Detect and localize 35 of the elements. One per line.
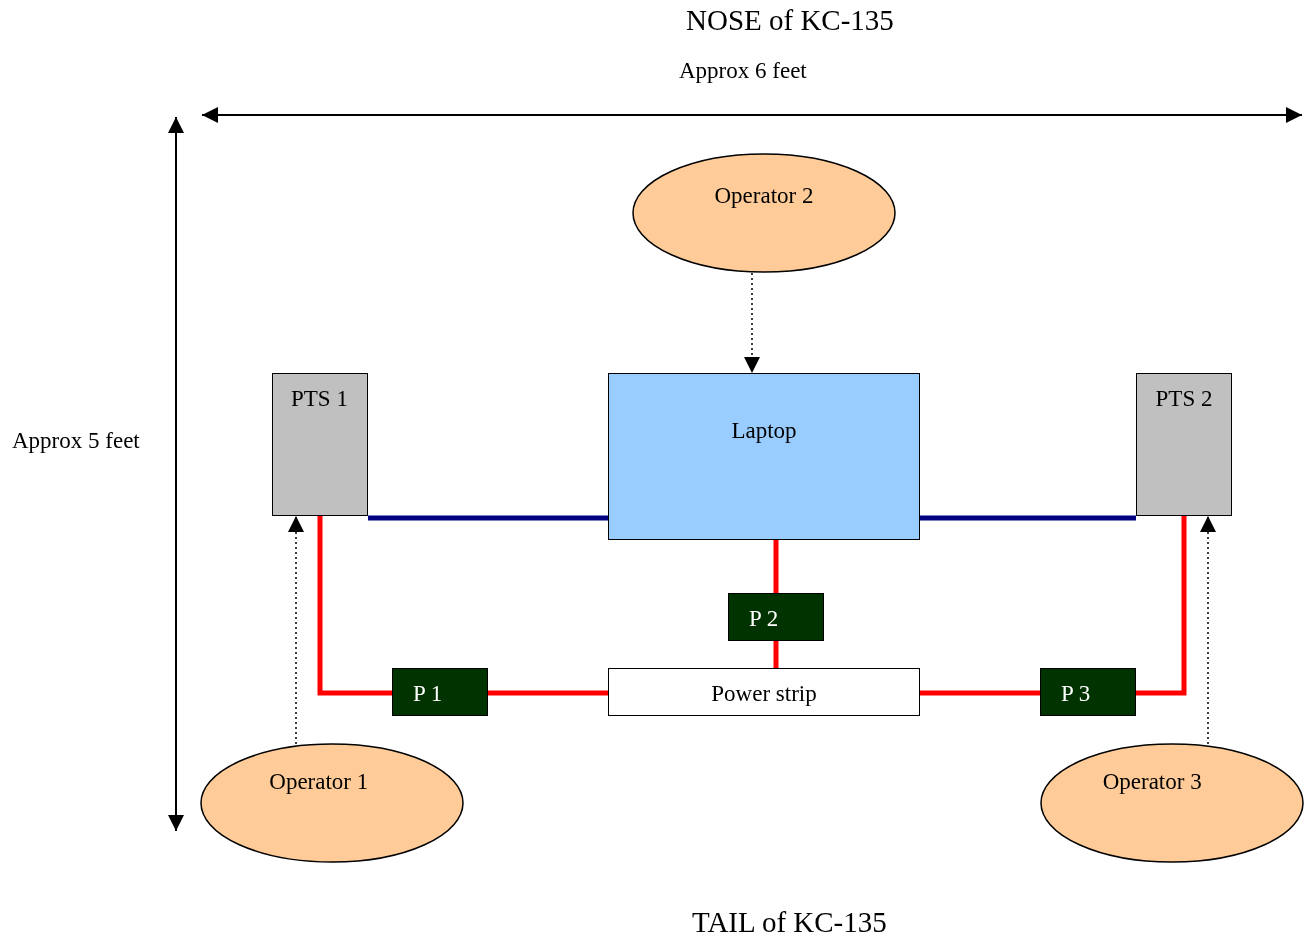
caption: TAIL of KC-135 (692, 906, 887, 939)
plug-box (728, 593, 824, 641)
power-strip-box (608, 668, 920, 716)
node-label: Operator 2 (713, 182, 815, 210)
plug-box (1040, 668, 1136, 716)
dimension-label: Approx 6 feet (679, 58, 807, 84)
terminal-box (272, 373, 368, 516)
plug-box (392, 668, 488, 716)
cable-line (920, 515, 1136, 521)
cable-line (773, 641, 779, 668)
cable-line (488, 690, 608, 696)
node-label: PTS 1 (291, 385, 349, 413)
node-label: PTS 2 (1154, 385, 1214, 413)
node-label: P 2 (749, 605, 779, 633)
cable-line (317, 516, 392, 696)
node-label: P 3 (1061, 680, 1091, 708)
operator-ellipse (200, 743, 464, 863)
dimension-label: Approx 5 feet (12, 428, 140, 454)
node-label: Operator 1 (268, 768, 370, 796)
terminal-box (1136, 373, 1232, 516)
dotted-arrow (744, 272, 760, 374)
cable-line (773, 540, 779, 593)
dotted-arrow (1200, 515, 1216, 745)
laptop-box (608, 373, 920, 540)
node-label: Laptop (730, 417, 798, 445)
node-label: P 1 (413, 680, 443, 708)
dotted-arrow (288, 515, 304, 745)
node-label: Operator 3 (1101, 768, 1203, 796)
node-label: Power strip (710, 680, 818, 708)
title: NOSE of KC-135 (686, 4, 894, 37)
operator-ellipse (632, 153, 896, 273)
operator-ellipse (1040, 743, 1304, 863)
cable-line (1136, 516, 1187, 696)
cable-line (368, 515, 608, 521)
cable-line (920, 690, 1040, 696)
